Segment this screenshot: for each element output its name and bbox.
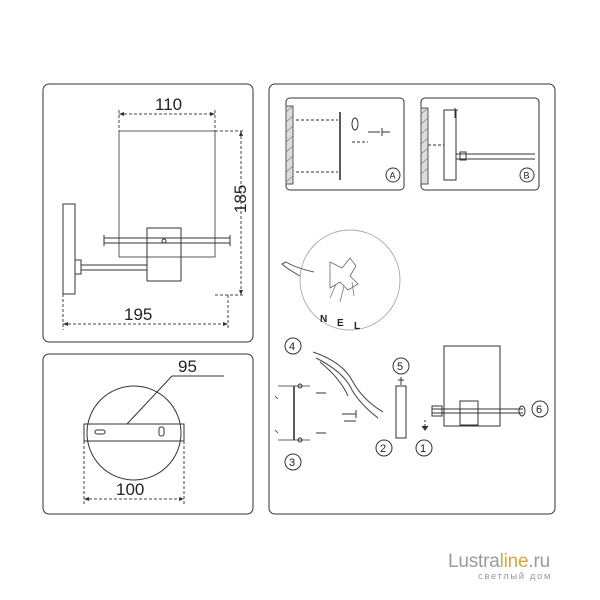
brand-name: Lustraline.ru (448, 551, 588, 573)
wire-label-l: L (354, 321, 360, 332)
base-width-label: 100 (116, 480, 144, 499)
step-4-number: 4 (289, 341, 295, 353)
mounting-bar (83, 423, 185, 442)
wall-section-a (285, 105, 294, 185)
step-5-number: 5 (397, 361, 403, 373)
base-dimension-lines (83, 441, 185, 505)
plate-b (443, 109, 457, 181)
mount-tube (395, 385, 407, 439)
supply-wire (312, 351, 384, 413)
detail-b-box (420, 97, 540, 191)
screw-a (368, 128, 390, 136)
bar-slot-right (158, 426, 165, 437)
wire-label-n: N (320, 314, 327, 325)
step-4-badge (284, 337, 302, 355)
washer-a (351, 117, 359, 131)
base-diameter-label: 95 (178, 357, 197, 376)
step-2-badge (375, 439, 393, 457)
detail-b-badge (519, 167, 535, 183)
step-1-badge (415, 439, 433, 457)
brand-name-part3: .ru (528, 551, 550, 572)
base-disc (86, 385, 182, 481)
assembled-shade (443, 345, 501, 427)
detail-a-letter: A (390, 171, 396, 181)
leader-line (126, 375, 173, 425)
step-2-number: 2 (380, 443, 386, 455)
brand-name-part1: Lustra (448, 551, 500, 572)
wire-label-e: E (337, 318, 344, 329)
step-6-number: 6 (536, 404, 542, 416)
panel-frame (42, 353, 254, 515)
detail-a-badge (385, 167, 401, 183)
wire-bundle (281, 261, 315, 277)
panel-base-view (42, 353, 254, 515)
detail-b-letter: B (524, 171, 530, 181)
bar-slot-left (94, 429, 106, 435)
holder-block (146, 227, 182, 282)
step-1-number: 1 (420, 443, 426, 455)
panel-assembly (268, 83, 556, 515)
lamp-shade (118, 130, 216, 258)
step-3-number: 3 (289, 457, 295, 469)
panel-side-view (42, 83, 254, 343)
height-dimension-label: 185 (231, 185, 250, 213)
dimension-lines (62, 110, 245, 330)
screw-b (452, 108, 458, 118)
wiring-magnifier (299, 229, 401, 331)
step-3-badge (284, 453, 302, 471)
wall-plate (62, 203, 76, 295)
depth-dimension-label: 195 (124, 305, 152, 324)
panel-frame (268, 83, 556, 515)
plate-boss (74, 259, 82, 275)
wall-section-b (420, 107, 429, 185)
width-dimension-label: 110 (155, 95, 182, 114)
brand-tagline: светлый дом (478, 571, 553, 582)
step-5-badge (392, 357, 410, 375)
wire-cap (342, 410, 357, 418)
step-6-badge (531, 400, 549, 418)
finial (518, 405, 526, 417)
terminal-block (329, 257, 359, 291)
panel-frame (42, 83, 254, 343)
holder-screw (161, 238, 167, 244)
brand-name-part2: line (499, 551, 529, 572)
brand-watermark: Lustraline.ru светлый дом (448, 551, 588, 582)
